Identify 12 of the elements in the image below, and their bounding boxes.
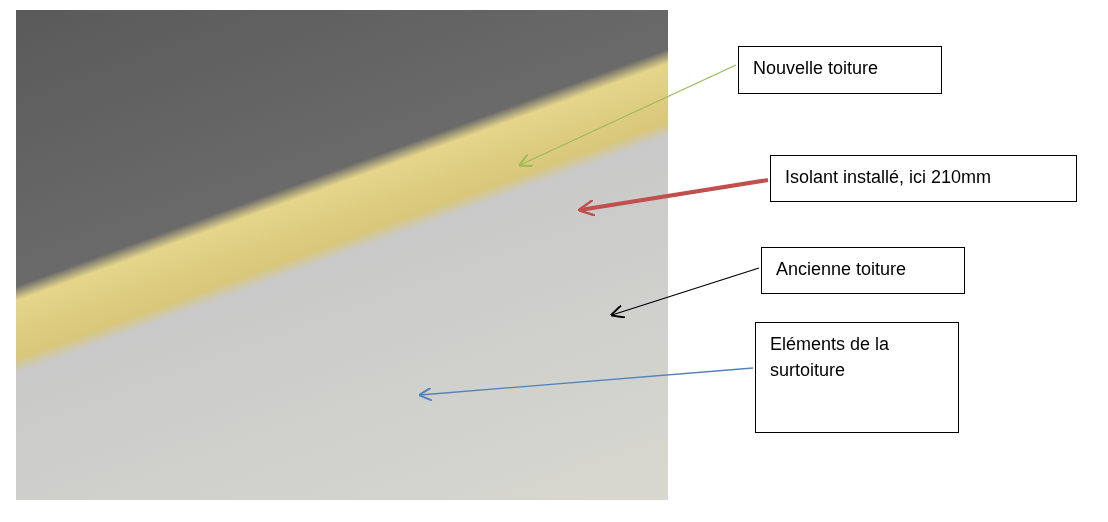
callout-box — [738, 46, 942, 94]
callout-box — [761, 247, 965, 294]
callout-box — [770, 155, 1077, 202]
callout-text: Nouvelle toiture — [753, 57, 880, 80]
leader-arrow — [417, 367, 754, 402]
callout-text: Isolant installé, ici 210mm — [785, 166, 993, 189]
leader-arrow — [609, 267, 760, 319]
callout-text: Ancienne toiture — [776, 258, 908, 281]
leader-arrow — [517, 64, 737, 167]
callout-text: Eléments de la surtoiture — [770, 333, 891, 382]
callout-box — [755, 322, 959, 433]
leader-arrow — [577, 178, 769, 217]
